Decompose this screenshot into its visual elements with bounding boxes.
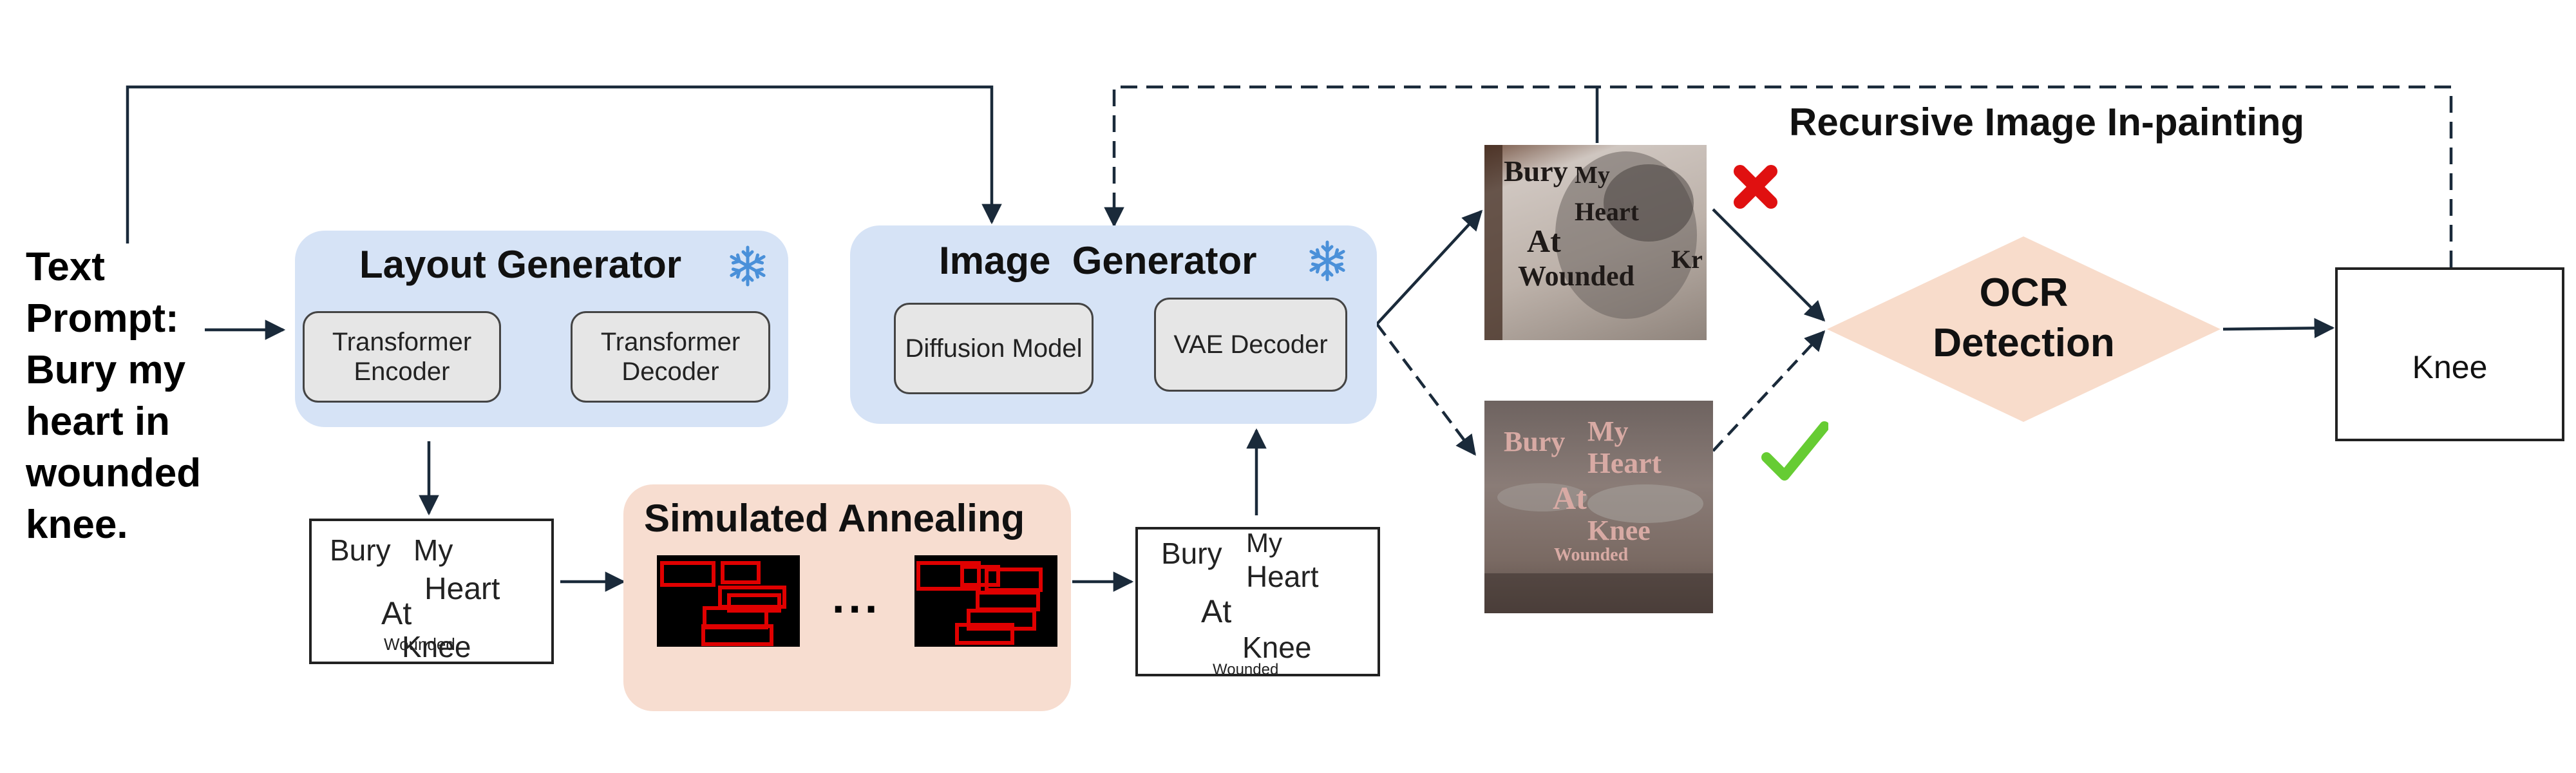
photo-word: At [1527, 223, 1561, 259]
layout-before-annealing: Bury My Heart At Knee Wounded [309, 519, 554, 664]
photo-word: Knee [1587, 515, 1651, 546]
layout-word: My [1246, 528, 1282, 558]
pass-check-icon [1761, 421, 1828, 481]
layout-word: My [413, 533, 453, 567]
simulated-annealing-title: Simulated Annealing [644, 497, 1025, 540]
layout-word: At [1201, 593, 1232, 629]
photo-background-figure [1484, 483, 1713, 613]
annealing-step-image [914, 555, 1057, 647]
layout-word: Wounded [384, 635, 455, 654]
recursive-inpainting-loop [1104, 85, 2453, 267]
photo-background-figure [1484, 145, 1697, 340]
arrow-fail-to-ocr [1712, 208, 1826, 322]
fail-cross-icon [1734, 165, 1777, 209]
photo-word: Kr [1671, 245, 1703, 274]
recursive-inpainting-label: Recursive Image In-painting [1789, 100, 2305, 144]
layout-word: Bury [330, 533, 391, 567]
ocr-result-text: Knee [2412, 349, 2488, 385]
photo-word: Bury [1504, 155, 1568, 187]
arrow-ocr-to-result [2222, 318, 2335, 339]
photo-word: Heart [1587, 446, 1662, 479]
annealing-ellipsis: ... [832, 572, 882, 622]
diffusion-model-box: Diffusion Model [894, 303, 1094, 394]
layout-generator-panel: Layout Generator Transformer Encoder Tra… [295, 231, 788, 427]
photo-word: Heart [1575, 197, 1639, 226]
snowflake-icon [730, 245, 766, 287]
photo-word: At [1553, 480, 1587, 516]
photo-word: Bury [1504, 426, 1566, 457]
layout-after-annealing: Bury My Heart At Knee Wounded [1135, 527, 1380, 678]
layout-word: At [381, 595, 412, 631]
arrow-pass-to-ocr [1712, 330, 1826, 452]
generated-image-passed: Bury My Heart At Knee Wounded [1484, 401, 1713, 613]
text-prompt-line: Text [26, 245, 105, 289]
layout-word: Heart [1246, 560, 1319, 593]
annealing-step-image [657, 555, 800, 647]
snowflake-icon [1309, 240, 1345, 282]
photo-word: Wounded [1554, 545, 1629, 565]
generated-image-failed: Bury My Heart At Wounded Kr [1484, 145, 1707, 340]
simulated-annealing-panel: Simulated Annealing ... [623, 484, 1071, 711]
text-prompt-line: Prompt: [26, 296, 179, 341]
text-prompt-line: knee. [26, 502, 128, 547]
image-generator-panel: Image Generator Diffusion Model VAE Deco… [850, 225, 1377, 424]
photo-word: My [1575, 162, 1610, 189]
layout-word: Wounded [1213, 661, 1279, 678]
layout-generator-title: Layout Generator [359, 243, 682, 286]
photo-word: Wounded [1518, 260, 1634, 292]
layout-word: Knee [1242, 631, 1312, 664]
text-prompt-line: Bury my [26, 348, 186, 392]
ocr-detection-label: OCR Detection [1826, 268, 2222, 368]
transformer-encoder-box: Transformer Encoder [303, 311, 501, 403]
arrow-prompt-to-image-generator [126, 85, 1002, 243]
arrow-to-fail-photo [1376, 209, 1483, 325]
vae-decoder-box: VAE Decoder [1154, 298, 1347, 392]
text-prompt-line: heart in [26, 399, 170, 444]
ocr-label-line: Detection [1933, 321, 2115, 365]
ocr-detection-diamond [1827, 236, 2221, 422]
ocr-label-line: OCR [1979, 271, 2069, 315]
ocr-result-box: Knee [2335, 267, 2564, 441]
layout-word: Knee [402, 630, 471, 663]
photo-word: My [1587, 415, 1629, 447]
text-prompt: Text Prompt: Bury my heart in wounded kn… [26, 242, 238, 551]
transformer-decoder-box: Transformer Decoder [571, 311, 770, 403]
text-prompt-line: wounded [26, 451, 202, 495]
image-generator-title: Image Generator [939, 239, 1257, 282]
layout-word: Heart [424, 572, 500, 606]
arrow-to-pass-photo [1376, 323, 1476, 456]
layout-word: Bury [1161, 537, 1222, 570]
